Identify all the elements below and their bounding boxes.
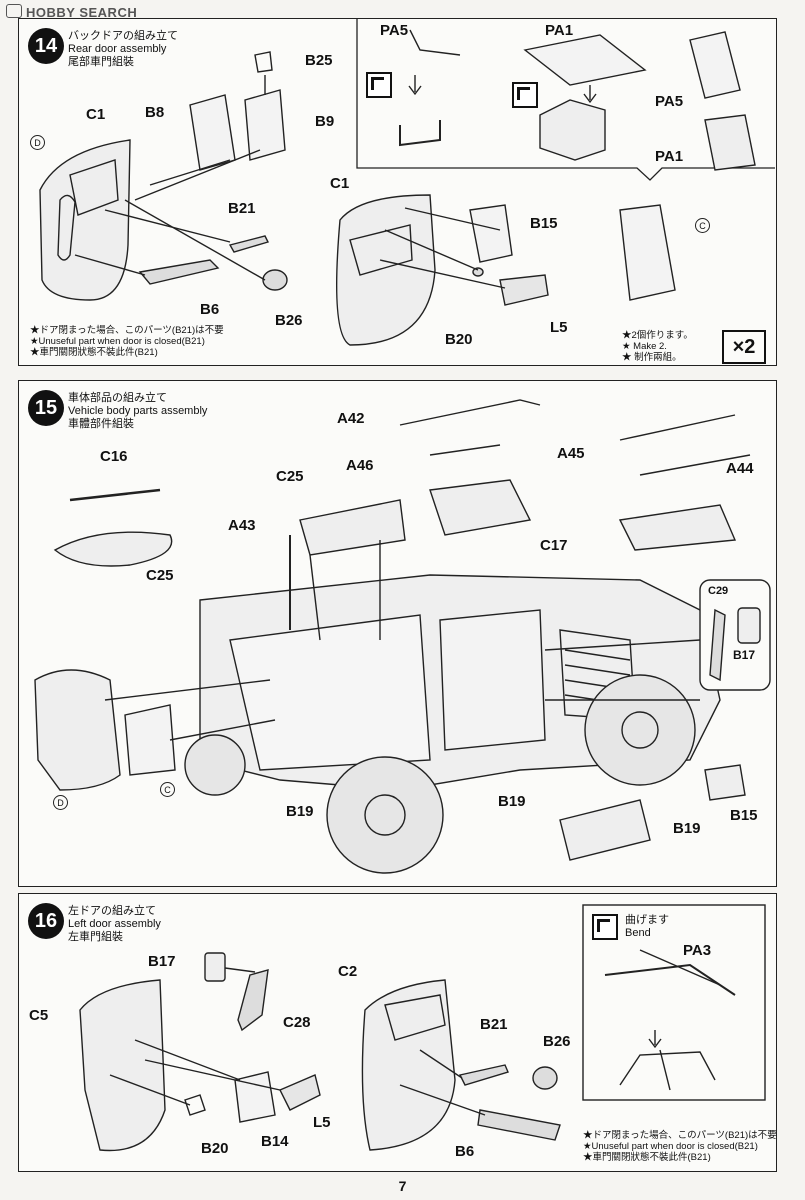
label-b6-step16: B6 <box>455 1143 475 1160</box>
label-a43: A43 <box>228 517 256 534</box>
bend-icon-2 <box>512 82 538 108</box>
label-pa5-right: PA5 <box>655 93 684 110</box>
label-b21: B21 <box>228 200 256 217</box>
label-c2: C2 <box>338 963 358 980</box>
step-15-title: 車体部品の組み立て Vehicle body parts assembly 車體… <box>68 392 207 431</box>
label-b25: B25 <box>305 52 333 69</box>
bend-icon-3 <box>592 914 618 940</box>
camera-icon <box>6 4 22 18</box>
label-c29: C29 <box>708 585 729 597</box>
step-14-notes: ★ドア閉まった場合、このパーツ(B21)は不要 ★Unuseful part w… <box>30 325 224 358</box>
bend-caption: 曲げます Bend <box>625 914 669 939</box>
label-b26: B26 <box>275 312 303 329</box>
step-15-number: 15 <box>28 390 64 426</box>
step-15-panel <box>18 380 777 887</box>
label-b15: B15 <box>530 215 558 232</box>
step-16-title-en: Left door assembly <box>68 918 161 930</box>
label-b26-step16: B26 <box>543 1033 571 1050</box>
label-a42: A42 <box>337 410 365 427</box>
step-14-title-en: Rear door assembly <box>68 43 167 55</box>
label-a46: A46 <box>346 457 374 474</box>
label-c17: C17 <box>540 537 568 554</box>
label-pa3: PA3 <box>683 942 712 959</box>
label-c28: C28 <box>283 1014 311 1031</box>
step-15-circle-d: D <box>53 795 68 810</box>
step-16-title: 左ドアの組み立て Left door assembly 左車門組裝 <box>68 905 161 944</box>
label-c16: C16 <box>100 448 128 465</box>
label-c25-top: C25 <box>276 468 304 485</box>
step-14-panel <box>18 18 777 366</box>
label-l5: L5 <box>550 319 568 336</box>
step-14-circle-c: C <box>695 218 710 233</box>
label-pa1-top: PA1 <box>545 22 574 39</box>
bend-icon-1 <box>366 72 392 98</box>
label-b8: B8 <box>145 104 165 121</box>
label-pa5-top: PA5 <box>380 22 409 39</box>
step-15-title-cn: 車體部件組裝 <box>68 418 134 430</box>
step-16-notes: ★ドア閉まった場合、このパーツ(B21)は不要 ★Unuseful part w… <box>583 1130 777 1163</box>
label-b19-right: B19 <box>673 820 701 837</box>
step-15-circle-c: C <box>160 782 175 797</box>
label-b20: B20 <box>445 331 473 348</box>
label-b15: B15 <box>730 807 758 824</box>
label-a45: A45 <box>557 445 585 462</box>
label-b19-mid: B19 <box>498 793 526 810</box>
page-number: 7 <box>398 1178 407 1194</box>
hobby-search-watermark: HOBBY SEARCH <box>6 4 137 20</box>
step-14-times-2-badge: ×2 <box>722 330 766 364</box>
step-16-title-cn: 左車門組裝 <box>68 931 123 943</box>
label-b9: B9 <box>315 113 335 130</box>
label-c25-left: C25 <box>146 567 174 584</box>
step-14-title-cn: 尾部車門組裝 <box>68 56 134 68</box>
step-14-title: バックドアの組み立て Rear door assembly 尾部車門組裝 <box>68 30 178 69</box>
step-15-title-jp: 車体部品の組み立て <box>68 392 167 404</box>
step-14-number: 14 <box>28 28 64 64</box>
step-14-circle-d: D <box>30 135 45 150</box>
step-16-title-jp: 左ドアの組み立て <box>68 905 156 917</box>
label-c5: C5 <box>29 1007 49 1024</box>
label-b20-step16: B20 <box>201 1140 229 1157</box>
label-b6: B6 <box>200 301 220 318</box>
step-14-make2-notes: ★2個作ります。 ★ Make 2. ★ 制作兩組。 <box>622 330 693 363</box>
label-pa1-right: PA1 <box>655 148 684 165</box>
label-b14: B14 <box>261 1133 289 1150</box>
step-15-title-en: Vehicle body parts assembly <box>68 405 208 417</box>
label-c1-right: C1 <box>330 175 350 192</box>
label-l5-step16: L5 <box>313 1114 331 1131</box>
step-16-number: 16 <box>28 903 64 939</box>
label-c1-left: C1 <box>86 106 106 123</box>
step-14-title-jp: バックドアの組み立て <box>68 30 178 42</box>
label-b21-step16: B21 <box>480 1016 508 1033</box>
label-b19-left: B19 <box>286 803 314 820</box>
label-b17: B17 <box>733 648 756 662</box>
label-a44: A44 <box>726 460 754 477</box>
label-b17-step16: B17 <box>148 953 176 970</box>
